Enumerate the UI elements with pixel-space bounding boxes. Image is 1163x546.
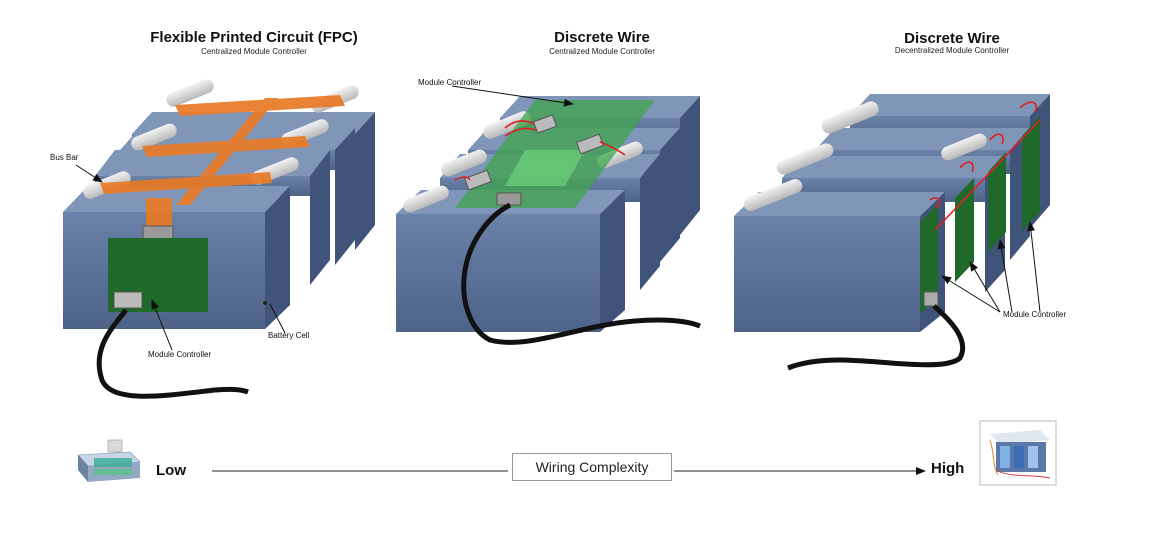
harness-cable — [461, 202, 701, 345]
module-controller-boards — [920, 116, 1040, 314]
panel-2-subtitle: Centralized Module Controller — [549, 47, 655, 56]
wiring-complexity-label: Wiring Complexity — [512, 453, 672, 481]
battery-cell-label: Battery Cell — [268, 331, 310, 340]
discrete-wires — [454, 120, 626, 181]
module-controller-label-1: Module Controller — [148, 350, 212, 359]
wire-connector — [464, 169, 492, 191]
battery-cell — [396, 190, 625, 332]
fpc-battery-module — [63, 79, 375, 399]
module-controller-label-3: Module Controller — [1003, 310, 1067, 319]
module-controller-pointer — [451, 85, 574, 107]
module-controller-pointer — [151, 299, 173, 351]
wire-connector — [576, 133, 604, 155]
panel-1-title: Flexible Printed Circuit (FPC) — [150, 29, 358, 46]
flexible-printed-circuit — [100, 95, 345, 228]
discrete-wires — [929, 101, 1041, 231]
decentralized-battery-module — [734, 94, 1050, 371]
scale-high-label: High — [931, 460, 965, 477]
harness-cable — [96, 308, 249, 399]
module-controller-pointers — [941, 221, 1041, 313]
cable-connector — [113, 291, 143, 309]
board-highlight — [505, 150, 585, 186]
scale-low-label: Low — [156, 462, 186, 479]
wire-connector — [532, 114, 558, 134]
complexity-scale — [77, 420, 1057, 486]
low-module-thumbnail — [77, 439, 141, 482]
harness-cable — [787, 304, 966, 371]
panel-1-subtitle: Centralized Module Controller — [201, 47, 307, 56]
battery-cell-pointer — [269, 303, 286, 334]
battery-cell — [734, 192, 945, 332]
panel-3-subtitle: Decentralized Module Controller — [894, 46, 1010, 55]
panel-2-title: Discrete Wire — [554, 29, 650, 46]
cable-connector — [923, 291, 939, 307]
bus-bar-label: Bus Bar — [50, 153, 79, 162]
centralized-battery-module — [396, 85, 701, 345]
high-module-thumbnail — [979, 420, 1057, 486]
panel-3-title: Discrete Wire — [904, 30, 1000, 47]
module-controller-label-2: Module Controller — [418, 78, 482, 87]
bus-bar-pointer — [75, 164, 103, 183]
bus-bar — [743, 101, 987, 211]
